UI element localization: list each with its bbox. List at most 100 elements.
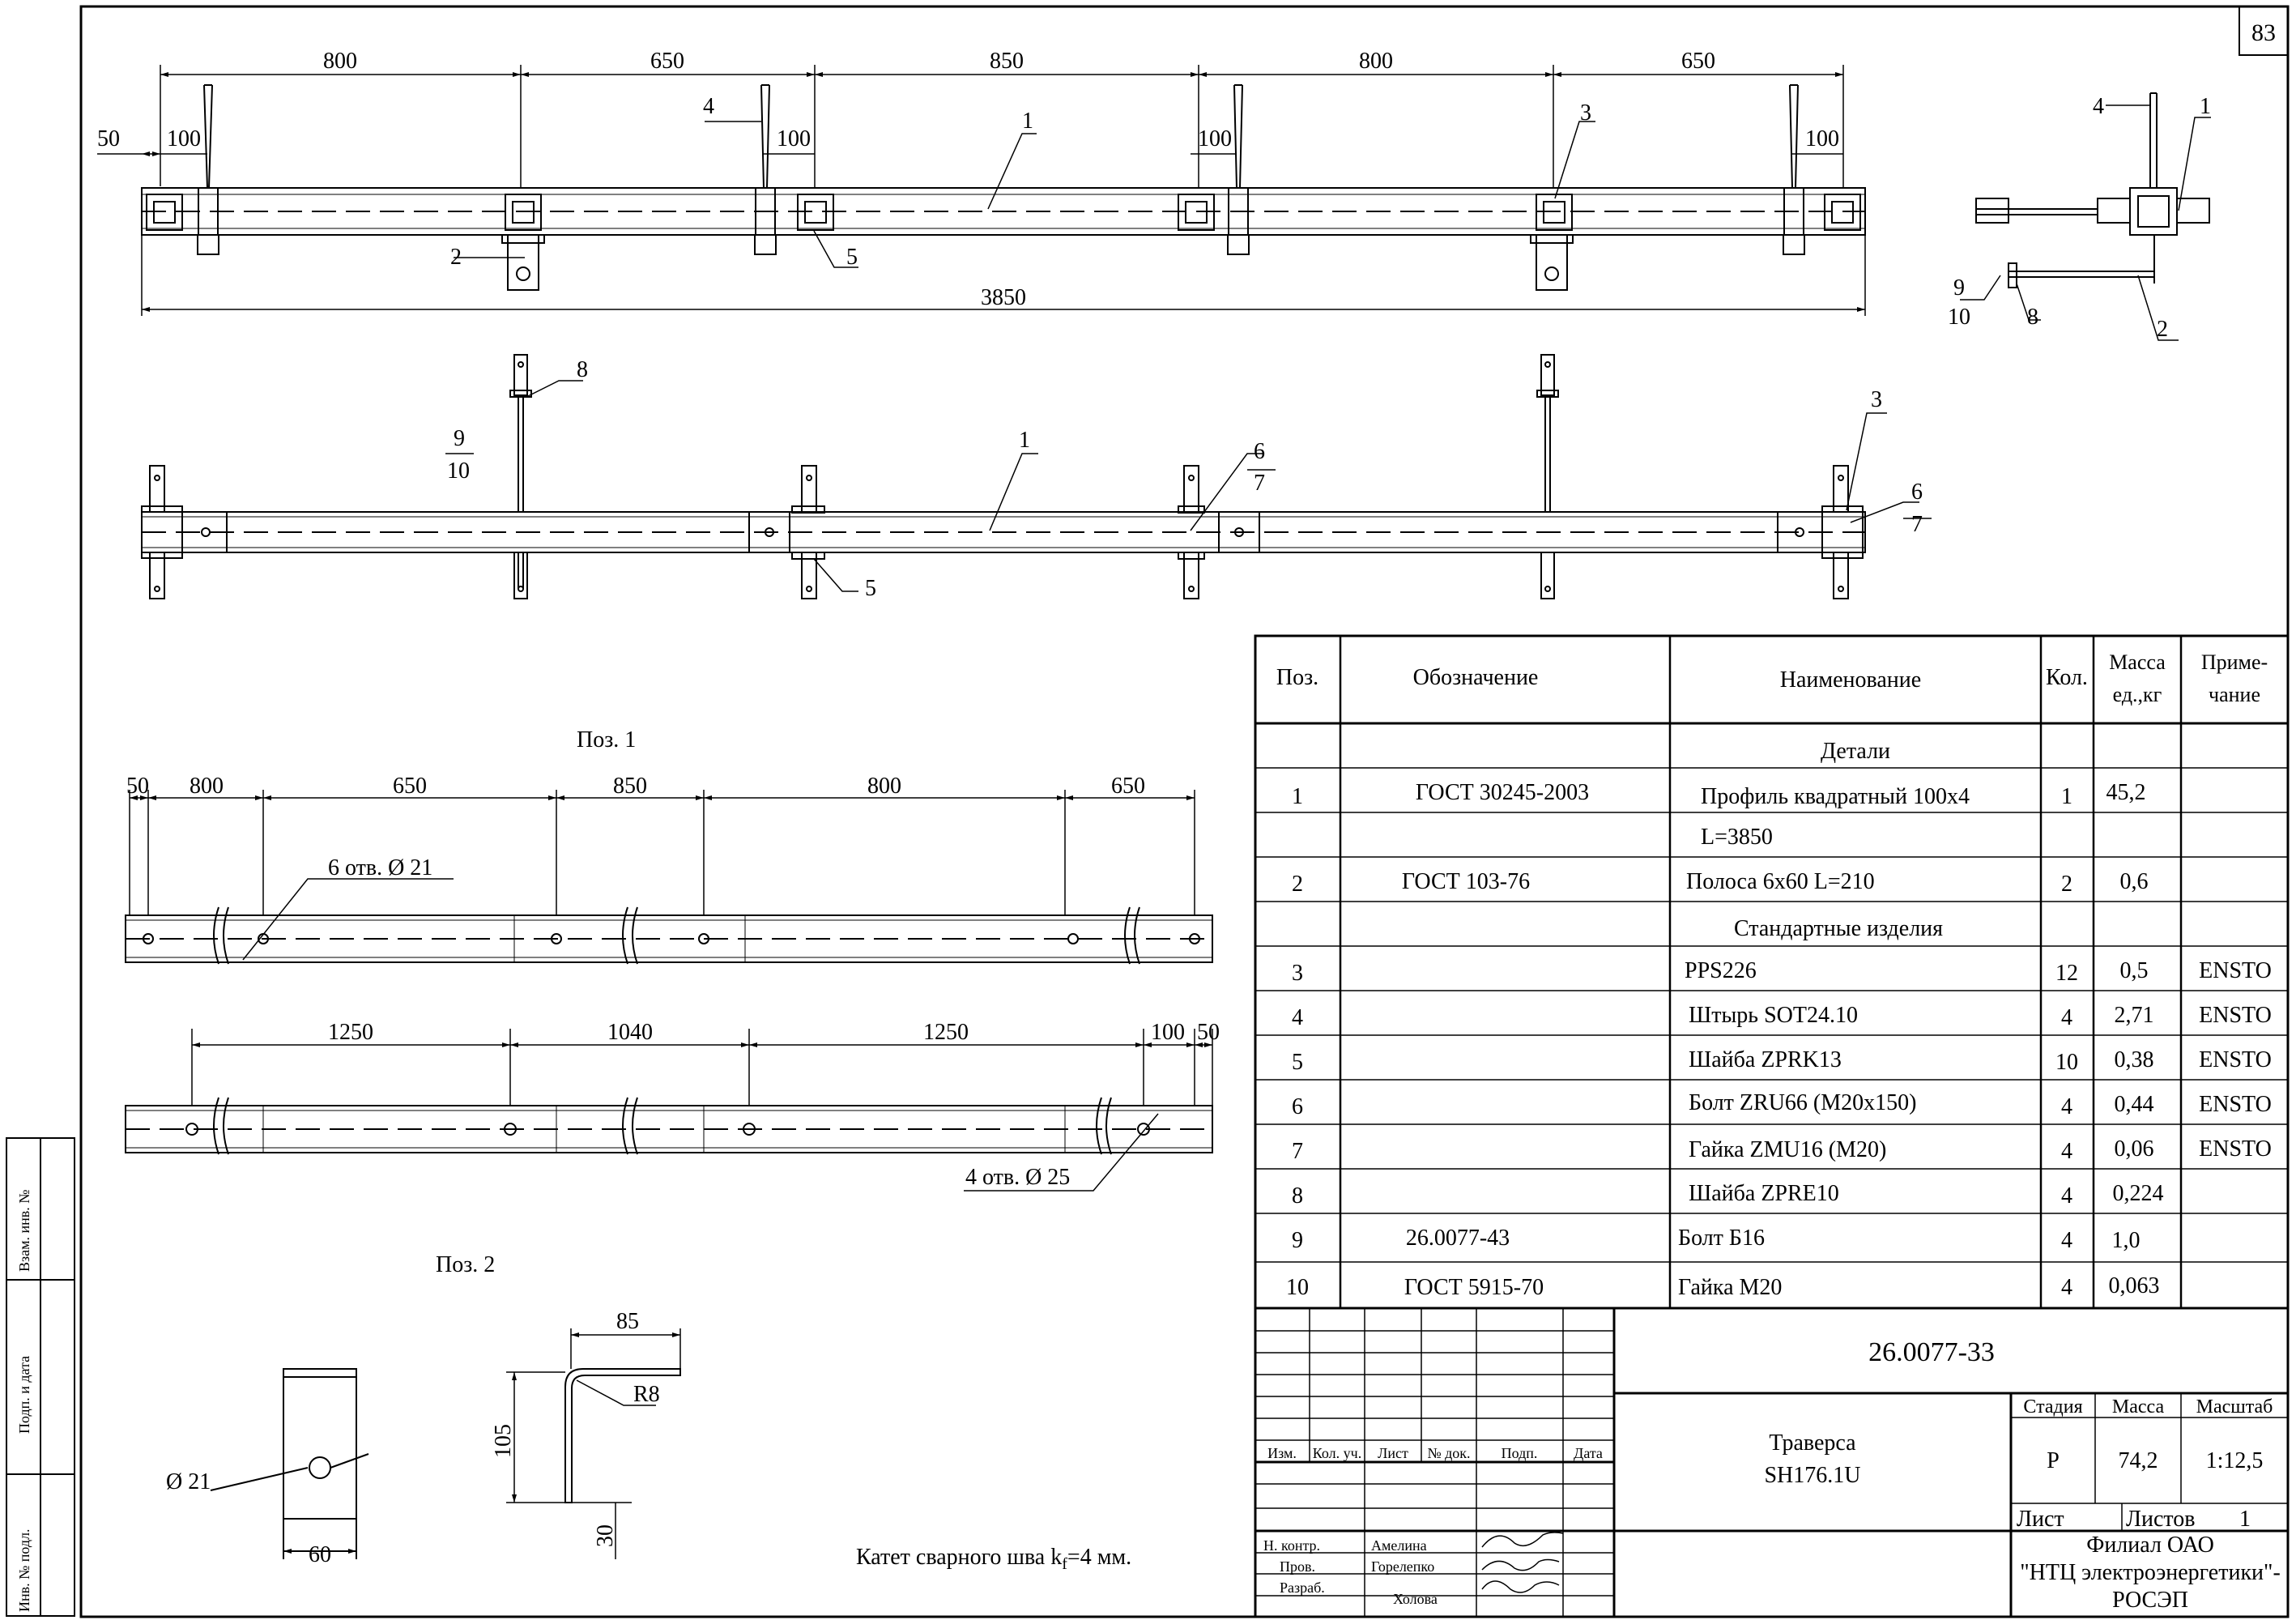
- svg-text:ед.,кг: ед.,кг: [2113, 683, 2162, 706]
- svg-text:1: 1: [2200, 94, 2211, 119]
- svg-text:650: 650: [1681, 49, 1715, 74]
- svg-text:2,71: 2,71: [2115, 1003, 2154, 1028]
- svg-text:800: 800: [867, 774, 901, 799]
- signature-scribbles: [1481, 1532, 1564, 1593]
- pos2-d105: 105: [491, 1424, 516, 1458]
- title-col-heads: Изм. Кол. уч. Лист № док. Подп. Дата: [1267, 1445, 1603, 1461]
- svg-text:9: 9: [1953, 275, 1965, 301]
- svg-text:Масса: Масса: [2112, 1396, 2165, 1418]
- callout-3: 3: [1580, 100, 1591, 126]
- spec-rows: Детали 1 ГОСТ 30245-2003 Профиль квадрат…: [1286, 739, 2272, 1300]
- spec-row: Стандартные изделия: [1734, 916, 1943, 941]
- svg-text:Профиль квадратный 100х4: Профиль квадратный 100х4: [1701, 784, 1970, 809]
- svg-text:Холова: Холова: [1393, 1591, 1438, 1607]
- svg-text:100: 100: [777, 126, 811, 151]
- pos1-holes-b: 4 отв. Ø 25: [965, 1165, 1070, 1190]
- svg-text:50: 50: [126, 774, 149, 799]
- svg-text:800: 800: [323, 49, 357, 74]
- svg-text:Гайка ZMU16 (М20): Гайка ZMU16 (М20): [1689, 1137, 1886, 1162]
- svg-text:Дата: Дата: [1574, 1445, 1603, 1461]
- side-callout-3: 3: [1871, 387, 1882, 412]
- doc-code: 26.0077-33: [1868, 1337, 1995, 1367]
- svg-text:Поз.: Поз.: [1276, 665, 1318, 690]
- svg-text:Наименование: Наименование: [1780, 667, 1921, 693]
- pos1-dims-a: [129, 790, 1195, 961]
- svg-text:Амелина: Амелина: [1371, 1537, 1427, 1554]
- svg-text:Обозначение: Обозначение: [1413, 665, 1539, 690]
- svg-text:3850: 3850: [981, 285, 1026, 310]
- title-signatures: Н. контр. Пров. Разраб. Амелина Горелепк…: [1263, 1537, 1438, 1607]
- sheet-label: Лист: [2017, 1507, 2064, 1532]
- callout-2: 2: [450, 245, 462, 270]
- svg-text:1250: 1250: [328, 1020, 373, 1045]
- svg-text:4: 4: [2061, 1183, 2072, 1209]
- svg-text:650: 650: [650, 49, 684, 74]
- svg-text:Шайба ZPRE10: Шайба ZPRE10: [1689, 1181, 1839, 1206]
- svg-text:Масса: Масса: [2109, 650, 2166, 674]
- svg-text:0,06: 0,06: [2115, 1136, 2154, 1162]
- org-name: Филиал ОАО "НТЦ электроэнергетики"- РОСЭ…: [2020, 1533, 2281, 1613]
- svg-text:ENSTO: ENSTO: [2199, 1136, 2272, 1162]
- spec-row: 10 ГОСТ 5915-70 Гайка М20 4 0,063: [1286, 1273, 2160, 1300]
- svg-text:10: 10: [1286, 1275, 1309, 1300]
- svg-text:L=3850: L=3850: [1701, 825, 1773, 850]
- pos2-d30: 30: [593, 1524, 618, 1547]
- svg-text:12: 12: [2055, 961, 2078, 986]
- svg-text:4: 4: [2061, 1275, 2072, 1300]
- svg-text:4: 4: [2061, 1228, 2072, 1253]
- svg-text:800: 800: [1359, 49, 1393, 74]
- svg-text:Изм.: Изм.: [1267, 1445, 1297, 1461]
- svg-text:Н. контр.: Н. контр.: [1263, 1537, 1320, 1554]
- side-callout-5: 5: [865, 576, 876, 601]
- svg-text:Подп.: Подп.: [1502, 1445, 1538, 1461]
- svg-text:Горелепко: Горелепко: [1371, 1558, 1434, 1575]
- callout-5: 5: [846, 245, 858, 270]
- svg-text:100: 100: [1151, 1020, 1185, 1045]
- svg-text:4: 4: [2061, 1094, 2072, 1119]
- stamp-replace-inv: Взам. инв. №: [16, 1190, 32, 1272]
- pos1-bar-b: [125, 1097, 1213, 1155]
- sheets-count: 1: [2239, 1507, 2251, 1532]
- sheet-frame: [79, 5, 2290, 1618]
- title-stage-cells: Стадия Масса Масштаб Р 74,2 1:12,5: [2023, 1396, 2273, 1473]
- svg-text:0,5: 0,5: [2120, 958, 2149, 983]
- end-view: [1975, 92, 2210, 288]
- svg-text:Филиал ОАО: Филиал ОАО: [2086, 1533, 2214, 1558]
- svg-text:1: 1: [1292, 784, 1303, 809]
- side-callout-8: 8: [577, 357, 588, 382]
- svg-text:6: 6: [1292, 1094, 1303, 1119]
- svg-text:0,6: 0,6: [2120, 869, 2149, 894]
- top-view-dim-text: 800 650 850 800 650 3850 50 100 100 100 …: [97, 49, 1839, 310]
- svg-text:50: 50: [1197, 1020, 1220, 1045]
- svg-text:Стандартные изделия: Стандартные изделия: [1734, 916, 1943, 941]
- svg-text:чание: чание: [2209, 683, 2260, 706]
- spec-row: 5 Шайба ZPRK13 10 0,38 ENSTO: [1292, 1047, 2272, 1075]
- title-line1: Траверса: [1769, 1430, 1856, 1456]
- svg-text:"НТЦ электроэнергетики"-: "НТЦ электроэнергетики"-: [2020, 1560, 2281, 1585]
- svg-text:ENSTO: ENSTO: [2199, 1047, 2272, 1072]
- callout-4: 4: [703, 94, 714, 119]
- spec-row: 9 26.0077-43 Болт Б16 4 1,0: [1292, 1226, 2141, 1253]
- svg-text:850: 850: [613, 774, 647, 799]
- pos1-title: Поз. 1: [577, 727, 636, 752]
- svg-text:0,063: 0,063: [2109, 1273, 2160, 1298]
- svg-text:ГОСТ 5915-70: ГОСТ 5915-70: [1404, 1275, 1544, 1300]
- svg-text:Болт ZRU66 (М20х150): Болт ZRU66 (М20х150): [1689, 1090, 1916, 1115]
- svg-text:74,2: 74,2: [2119, 1448, 2158, 1473]
- pos1-holes-a: 6 отв. Ø 21: [328, 855, 432, 880]
- svg-text:Кол.: Кол.: [2046, 665, 2088, 690]
- svg-text:650: 650: [393, 774, 427, 799]
- side-callout-6b: 6: [1911, 480, 1923, 505]
- svg-text:10: 10: [1948, 305, 1970, 330]
- pos2-width: 60: [309, 1542, 331, 1567]
- pos2-d85: 85: [616, 1309, 639, 1334]
- stamp-inv-orig: Инв. № подл.: [16, 1528, 32, 1612]
- side-stamp: [6, 1137, 75, 1617]
- title-block-grid: [1254, 1307, 2290, 1618]
- pos2-r8: R8: [633, 1382, 660, 1407]
- svg-text:Стадия: Стадия: [2023, 1396, 2082, 1418]
- stamp-sign-date: Подп. и дата: [16, 1356, 32, 1434]
- svg-text:№ док.: № док.: [1427, 1445, 1470, 1461]
- top-view-callouts: [454, 121, 1595, 268]
- svg-text:4: 4: [1292, 1005, 1303, 1030]
